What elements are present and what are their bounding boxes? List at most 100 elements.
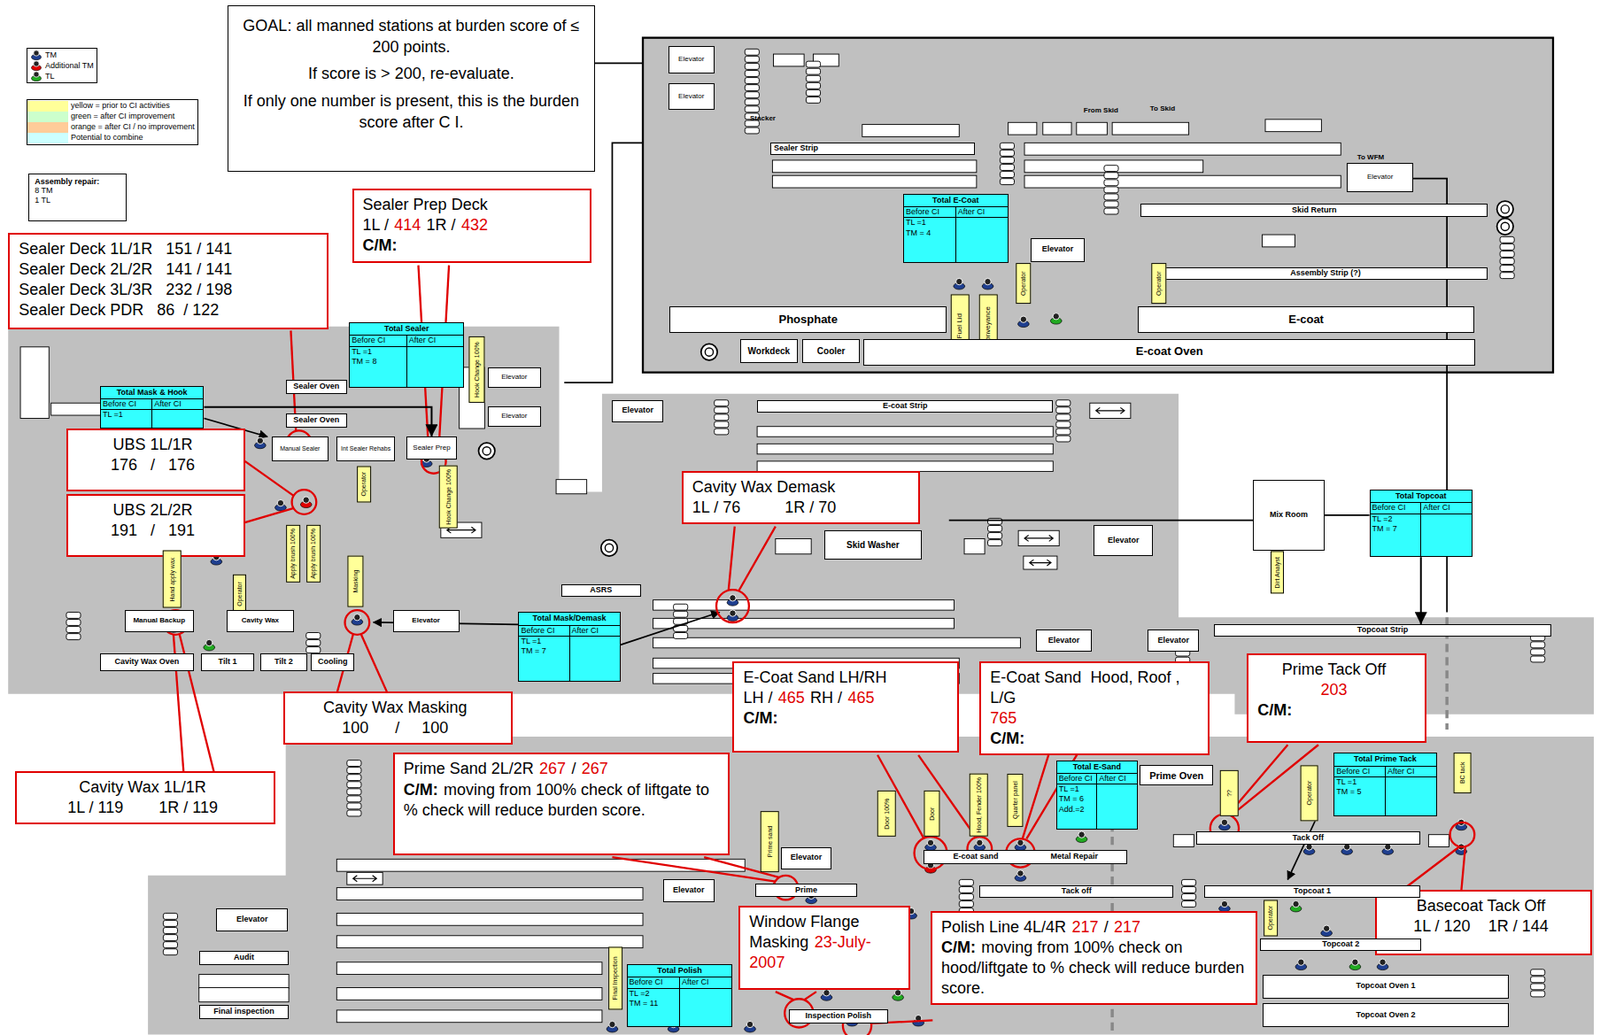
- callout-box: E-Coat Sand LH/RHLH /465RH /465C/M:: [732, 661, 959, 754]
- roller: [999, 156, 1014, 163]
- conveyor-segment: [653, 600, 955, 611]
- legend-row: green = after CI improvement: [27, 111, 195, 123]
- table-header-row: Before CIAfter CI: [518, 625, 619, 636]
- station-box: Manual Sealer: [271, 436, 330, 462]
- roller: [66, 619, 81, 627]
- station-icon: [606, 1020, 619, 1033]
- legend-text: TL: [45, 71, 55, 82]
- node-text: Apply brush 100%: [309, 528, 317, 580]
- callout-line: Sealer Deck 3L/3R 232 / 198: [18, 279, 318, 301]
- roller: [988, 517, 1003, 525]
- node-text: Elevator: [678, 55, 704, 64]
- leader-line: [245, 461, 294, 496]
- node-text: 267: [539, 759, 566, 778]
- staffing-table: Total Mask & HookBefore CIAfter CITL =1: [100, 386, 205, 429]
- node-text: Operator: [1020, 271, 1027, 297]
- callout-line: 176 / 176: [77, 455, 235, 476]
- roller: [1499, 272, 1515, 279]
- station-box: Cooler: [802, 339, 861, 364]
- table-header-row: Before CIAfter CI: [627, 976, 733, 988]
- station-box: Cooling: [310, 653, 354, 673]
- station-box: Tilt 2: [260, 653, 308, 673]
- staffing-table: Total Mask/DemaskBefore CIAfter CITL =1T…: [517, 611, 620, 681]
- callout-line: Sealer Deck 2L/2R 141 / 141: [18, 259, 318, 280]
- node-text: Before CI: [1370, 502, 1422, 513]
- turntable-symbol: [1497, 218, 1514, 235]
- station-box: Int Sealer Rehabs: [336, 436, 395, 462]
- conveyor-segment: [1173, 834, 1194, 848]
- callout-line: Polish Line 4L/4R217/217: [941, 917, 1247, 938]
- conveyor-segment: [1008, 122, 1037, 135]
- node-text: Before CI: [627, 977, 680, 988]
- roller: [744, 106, 759, 113]
- callout-line: 191 / 191: [77, 520, 235, 542]
- roller: [999, 164, 1014, 171]
- node-text: Sealer Deck 3L/3R 232 / 198: [18, 280, 232, 299]
- callout-line: 1L / 119 1R / 119: [25, 797, 265, 819]
- roller: [805, 89, 820, 96]
- node-text: Masking: [351, 570, 358, 594]
- table-body-row: TL =2TM = 11: [627, 988, 733, 1028]
- node-text: Operator: [236, 581, 243, 607]
- staffing-table: Total E-CoatBefore CIAfter CITL =1TM = 4: [903, 193, 1009, 263]
- node-text: Operator: [1306, 780, 1313, 806]
- station-icon: [981, 278, 994, 290]
- conveyor-segment: [556, 479, 588, 495]
- conveyor-line: [595, 62, 643, 65]
- node-text: ASRS: [589, 586, 612, 596]
- station-label-vertical: ??: [1220, 770, 1239, 817]
- node-text: After CI: [679, 977, 732, 988]
- target-circle: [292, 489, 317, 515]
- roller: [162, 912, 178, 920]
- station-icon: [976, 839, 983, 846]
- node-text: TL =1: [1336, 777, 1384, 788]
- conveyor-line: [1287, 818, 1316, 880]
- node-text: Manual Backup: [132, 617, 186, 626]
- conveyor-line: [949, 519, 1253, 522]
- roller: [988, 533, 1003, 540]
- station-icon: [746, 1020, 753, 1028]
- node-text: moving from 100% check of liftgate to % …: [403, 780, 714, 820]
- station-icon: [1017, 839, 1024, 846]
- node-text: 465: [847, 688, 874, 707]
- node-text: E-coat: [1288, 313, 1324, 326]
- station-box: Elevator: [393, 610, 460, 633]
- node-text: Sealer Oven: [293, 416, 340, 426]
- legend-text: TM: [45, 50, 57, 61]
- callout-line: Cavity Wax Demask: [692, 477, 911, 498]
- paint-shop-panel: [642, 38, 1554, 373]
- roller: [1104, 179, 1119, 186]
- staffing-table: Total E-SandBefore CIAfter CITL =1TM = 6…: [1056, 760, 1138, 830]
- station-icon: [892, 989, 905, 1002]
- node-text: Total Polish: [627, 965, 733, 977]
- roller: [1499, 265, 1515, 272]
- node-text: /: [1104, 918, 1109, 936]
- table-body-row: TL =1TM = 5: [1334, 776, 1436, 816]
- node-text: Basecoat Tack Off: [1416, 896, 1546, 915]
- node-text: Elevator: [790, 853, 823, 863]
- conveyor-segment: [1112, 122, 1189, 135]
- table-cell: TL =1TM = 7: [518, 636, 569, 681]
- roller: [1530, 649, 1546, 656]
- station-icon: [302, 496, 310, 503]
- table-header-row: Before CIAfter CI: [1334, 765, 1436, 777]
- conveyor-segment: [1024, 175, 1341, 188]
- node-text: ??: [1226, 789, 1233, 797]
- station-box: Elevator: [487, 367, 542, 388]
- station-icon: [1382, 843, 1394, 856]
- leader-line: [1460, 847, 1466, 893]
- station-box: Elevator: [1346, 162, 1414, 192]
- node-text: 1L / 76 1R / 70: [692, 498, 836, 517]
- node-text: GOAL: all manned stations at burden scor…: [239, 15, 584, 59]
- node-text: 1L / 120 1R / 144: [1413, 917, 1548, 936]
- callout-line: Basecoat Tack Off: [1385, 896, 1581, 917]
- turntable-symbol: [1497, 200, 1514, 217]
- node-text: Sealer Prep: [412, 444, 450, 453]
- node-text: TL =1: [1058, 784, 1096, 795]
- roller: [999, 149, 1014, 156]
- station-box: Elevator: [668, 46, 715, 74]
- node-text: Prime Sand 2L/2R: [403, 759, 534, 778]
- leader-line: [877, 755, 924, 838]
- station-icon: [300, 496, 312, 509]
- node-text: 465: [778, 688, 805, 707]
